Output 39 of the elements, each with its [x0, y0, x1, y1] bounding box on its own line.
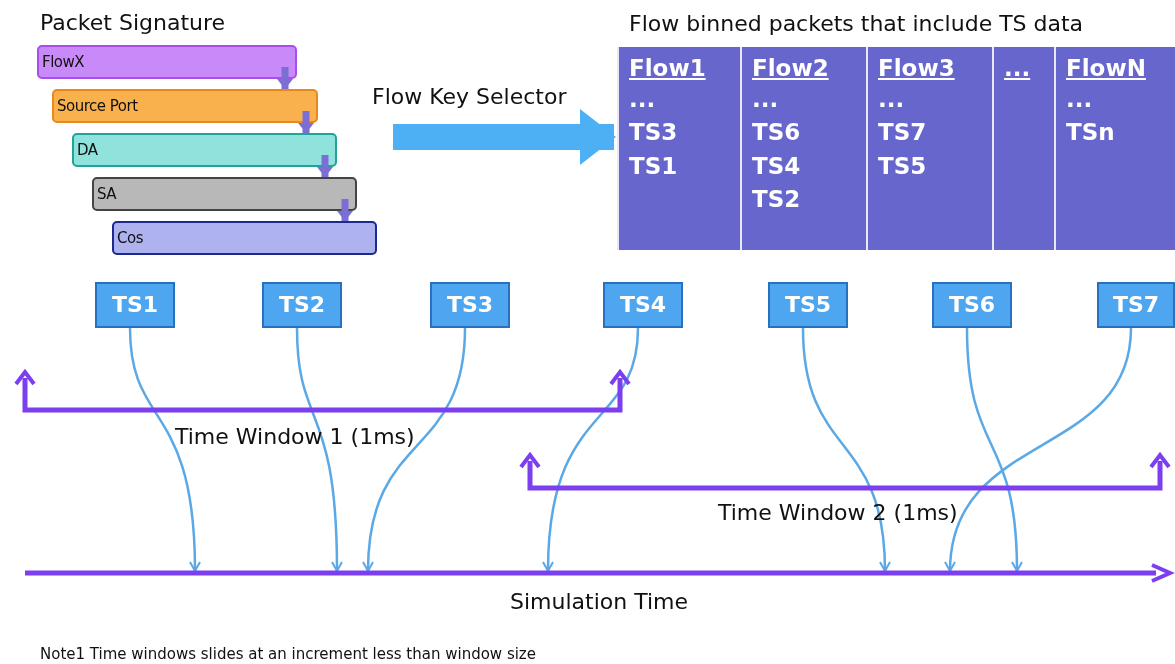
signature-field-bar: Cos — [112, 221, 377, 255]
table-heading: Flow binned packets that include TS data — [629, 11, 1084, 36]
section-heading: Packet Signature — [40, 10, 226, 35]
flow-heading: FlowN — [1066, 55, 1146, 81]
window-label: Time Window 1 (1ms) — [175, 424, 415, 449]
arrow — [945, 327, 1133, 572]
arrow — [298, 111, 314, 133]
timestamp-box: TS4 — [603, 282, 683, 328]
timestamp-box: TS3 — [430, 282, 510, 328]
flow-heading: ... — [1004, 55, 1031, 81]
timestamp-list: ... TS7 TS5 — [878, 83, 927, 184]
arrow — [362, 327, 467, 572]
arrow — [128, 327, 201, 572]
arrow — [542, 327, 640, 572]
arrow — [337, 199, 353, 221]
timestamp-box: TS6 — [932, 282, 1012, 328]
signature-field-bar: DA — [72, 133, 337, 167]
edge-label: Flow Key Selector — [372, 84, 567, 109]
footnote: Note1 Time windows slides at an increment less than window size — [40, 645, 536, 663]
arrow — [965, 327, 1023, 572]
arrow — [317, 155, 333, 177]
flow-heading: Flow1 — [629, 55, 706, 81]
timestamp-box: TS2 — [262, 282, 342, 328]
timestamp-box: TS5 — [768, 282, 848, 328]
axis-label: Simulation Time — [510, 589, 689, 614]
timestamp-box: TS7 — [1097, 282, 1175, 328]
timestamp-list: ... TSn — [1066, 83, 1115, 150]
signature-field-bar: FlowX — [37, 45, 297, 79]
timestamp-list: ... TS6 TS4 TS2 — [752, 83, 801, 217]
timestamp-box: TS1 — [95, 282, 175, 328]
arrow — [277, 67, 293, 89]
signature-field-bar: SA — [92, 177, 357, 211]
signature-field-bar: Source Port — [52, 89, 318, 123]
flow-heading: Flow2 — [752, 55, 829, 81]
block-arrow — [393, 109, 616, 165]
arrow — [295, 327, 343, 572]
flow-heading: Flow3 — [878, 55, 955, 81]
arrow — [801, 327, 891, 572]
timestamp-list: ... TS3 TS1 — [629, 83, 678, 184]
